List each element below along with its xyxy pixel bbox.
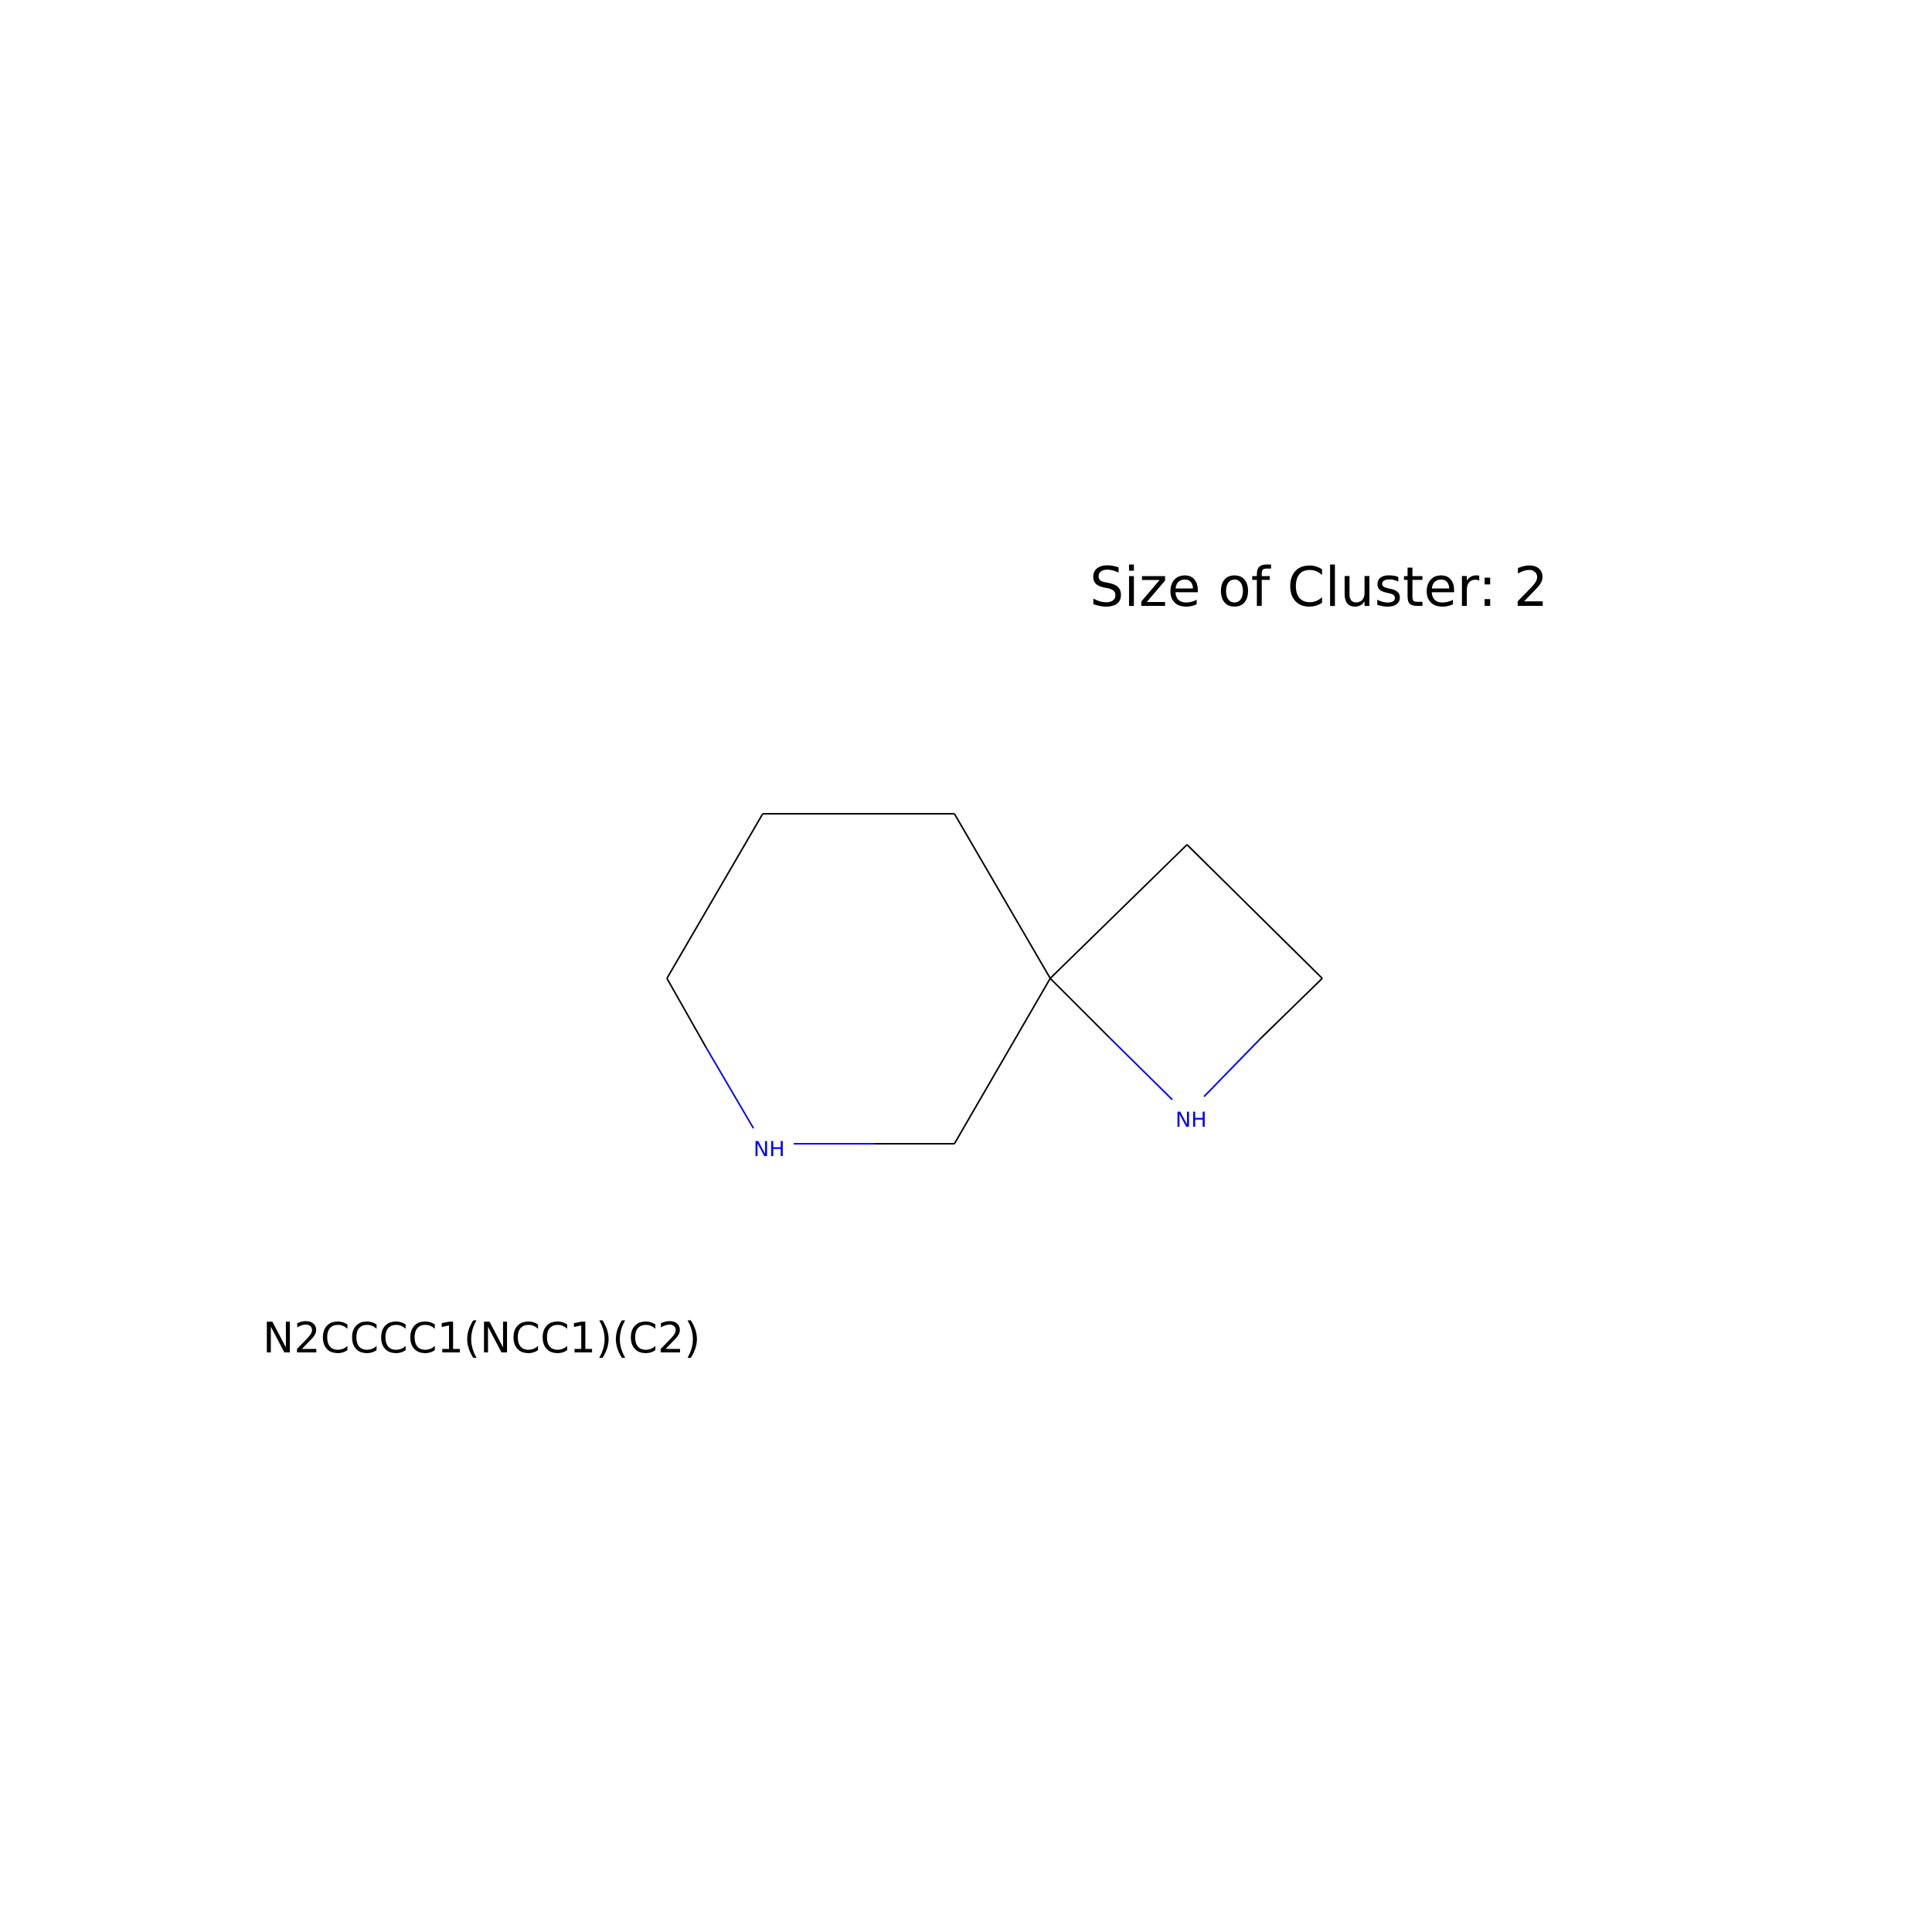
bond-spiro-n-black (1049, 978, 1110, 1038)
bond-c-n-right-black (1259, 978, 1323, 1040)
bond-spiro-n-blue (1108, 1036, 1173, 1100)
bond-c-n-lower-left-blue (706, 1047, 754, 1129)
atom-label-nh-azetidine: NH (1175, 1108, 1207, 1132)
azetidine-ring (1049, 844, 1323, 1100)
bond-c-n-lower-left-black (666, 978, 707, 1049)
smiles-string: N2CCCC1(NCC1)(C2) (263, 1314, 701, 1362)
cluster-size-title: Size of Cluster: 2 (1090, 556, 1549, 619)
bond-c-n-right-blue (1203, 1039, 1260, 1097)
bond-c-c-lower-right (954, 978, 1051, 1145)
bond-c-c-upper-left (666, 813, 764, 979)
bond-spiro-c-upper (1049, 844, 1188, 979)
bond-c-c-upper-right (954, 813, 1051, 979)
bond-c-c-right (1186, 844, 1323, 979)
piperidine-ring (666, 813, 1051, 1145)
atom-label-nh-piperidine: NH (753, 1138, 785, 1162)
